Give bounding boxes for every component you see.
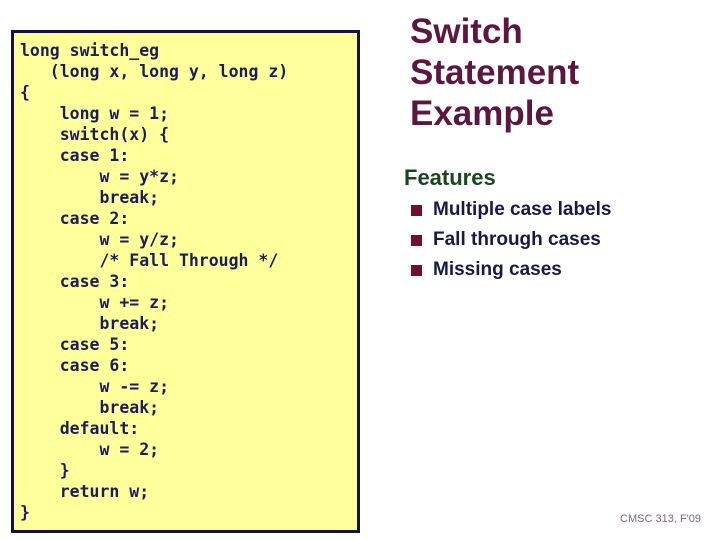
bullet-square-icon [411,234,422,246]
feature-label: Fall through cases [433,229,601,250]
features-list: Multiple case labels Fall through cases … [411,199,612,290]
list-item: Missing cases [411,259,611,280]
feature-label: Missing cases [433,259,562,280]
bullet-square-icon [411,264,422,276]
footer-credit: CMSC 313, F'09 [620,513,701,525]
code-block: long switch_eg (long x, long y, long z) … [20,41,289,522]
list-item: Fall through cases [411,229,611,250]
features-heading: Features [404,165,496,190]
page-title: Switch Statement Example [410,12,580,133]
bullet-square-icon [411,204,422,216]
code-panel: long switch_eg (long x, long y, long z) … [11,30,360,533]
feature-label: Multiple case labels [433,199,612,220]
list-item: Multiple case labels [411,199,612,220]
